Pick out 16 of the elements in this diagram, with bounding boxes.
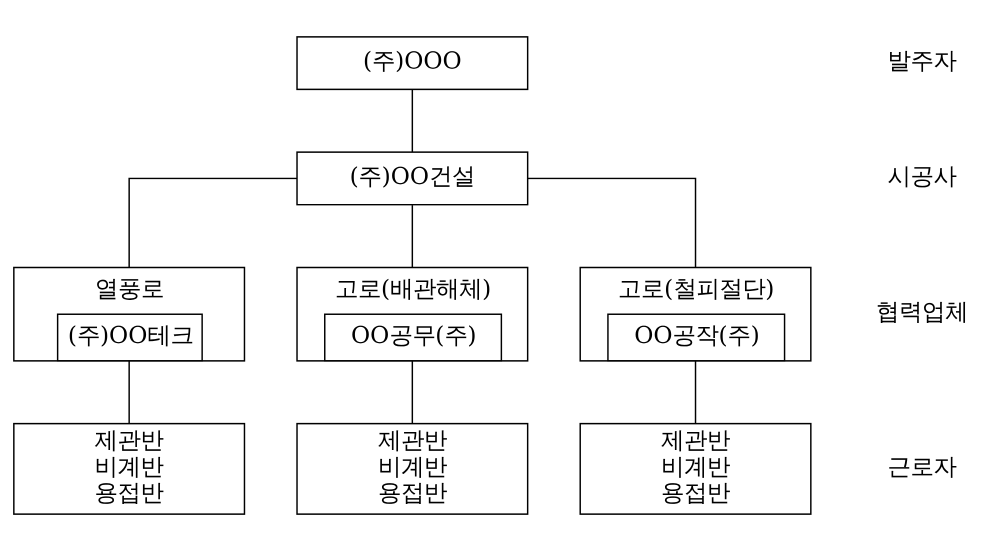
node-box: (주)OO건설 [296,150,528,205]
label: 발주자 [887,46,956,74]
node-box: 제관반 비계반 용접반 [579,422,812,514]
label: 시공사 [887,161,956,190]
node-box: (주)OOO [296,36,528,90]
node-box: 제관반 비계반 용접반 [296,422,528,514]
node-box: 제관반 비계반 용접반 [13,422,246,514]
connector [412,204,414,267]
connector [128,360,130,423]
connector [128,177,297,267]
connector [528,177,696,267]
connector [694,360,696,423]
label: 근로자 [887,452,956,480]
label: 협력업체 [876,297,968,326]
connector [412,89,414,152]
connector [412,360,414,423]
